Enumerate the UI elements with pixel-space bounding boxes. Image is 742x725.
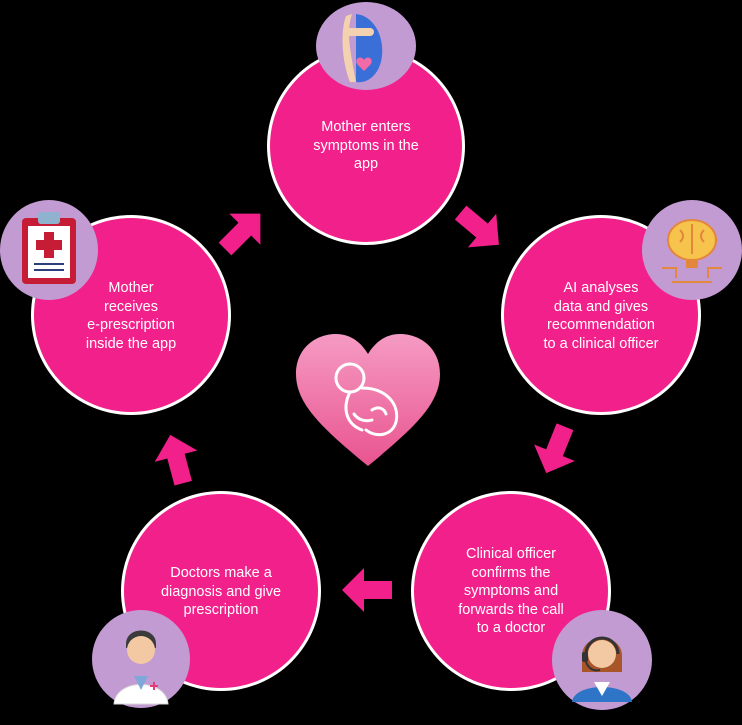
step-text-2: AI analyses data and gives recommendatio… (543, 280, 659, 352)
arrow-step5-to-step1 (218, 213, 261, 256)
pregnant-belly-icon (316, 2, 416, 90)
step-text-1: Mother enters symptoms in the app (313, 119, 419, 172)
fetus-heart-icon (296, 334, 440, 466)
arrow-step1-to-step2 (454, 205, 499, 248)
ai-brain-chip-icon (642, 200, 742, 300)
arrow-step3-to-step4 (342, 568, 392, 612)
doctor-icon (92, 610, 190, 708)
step-text-4: Doctors make a diagnosis and give prescr… (160, 565, 282, 618)
arrow-step2-to-step3 (534, 423, 575, 474)
arrow-step4-to-step5 (154, 434, 198, 486)
prescription-clipboard-icon (0, 200, 98, 300)
step-text-5: Mother receives e-prescription inside th… (85, 280, 177, 352)
call-center-agent-icon (552, 610, 652, 710)
step-text-3: Clinical officer confirms the symptoms a… (458, 546, 564, 636)
